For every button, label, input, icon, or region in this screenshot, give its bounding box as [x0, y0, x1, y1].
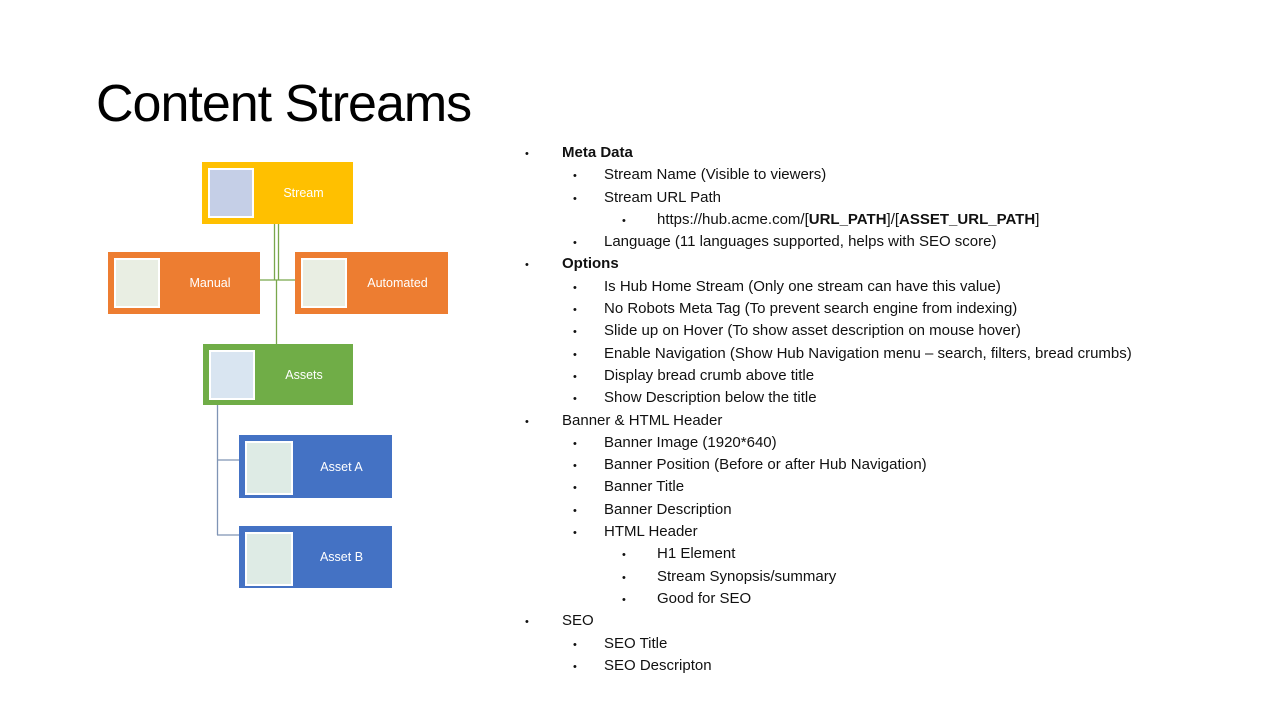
- bullet-icon: •: [573, 460, 577, 473]
- outline-item: •Banner & HTML Header: [0, 410, 1132, 432]
- node-label-stream: Stream: [283, 186, 324, 200]
- outline-item: •Stream Synopsis/summary: [0, 566, 1132, 588]
- bullet-icon: •: [573, 304, 577, 317]
- outline-item-url: •https://hub.acme.com/[URL_PATH]/[ASSET_…: [0, 209, 1132, 231]
- outline-item: •SEO Descripton: [0, 655, 1132, 677]
- bullet-icon: •: [573, 170, 577, 183]
- outline-item: •Stream Name (Visible to viewers): [0, 164, 1132, 186]
- outline-item: •Display bread crumb above title: [0, 365, 1132, 387]
- bullet-icon: •: [573, 482, 577, 495]
- outline-item: •Slide up on Hover (To show asset descri…: [0, 320, 1132, 342]
- bullet-icon: •: [622, 571, 626, 584]
- outline-item: •SEO: [0, 610, 1132, 632]
- bullet-icon: •: [525, 415, 529, 428]
- outline-item: •Stream URL Path: [0, 187, 1132, 209]
- bullet-icon: •: [525, 148, 529, 160]
- node-label-asset-b: Asset B: [319, 550, 364, 564]
- diagram-node-stream: Stream: [202, 162, 353, 224]
- diagram-node-asset-b: Asset B: [239, 526, 392, 588]
- outline-item: •SEO Title: [0, 633, 1132, 655]
- bullet-icon: •: [573, 348, 577, 361]
- bullet-icon: •: [525, 616, 529, 629]
- outline-item: •H1 Element: [0, 543, 1132, 565]
- manual-thumbnail: [114, 258, 160, 308]
- node-label-manual: Manual: [189, 276, 231, 290]
- bullet-icon: •: [622, 549, 626, 562]
- outline-item: •Banner Image (1920*640): [0, 432, 1132, 454]
- outline-item: •Enable Navigation (Show Hub Navigation …: [0, 343, 1132, 365]
- diagram-node-assets: Assets: [203, 344, 353, 405]
- outline-item: •Language (11 languages supported, helps…: [0, 231, 1132, 253]
- bullet-icon: •: [573, 192, 577, 205]
- diagram-node-manual: Manual: [108, 252, 260, 314]
- bullet-icon: •: [573, 527, 577, 540]
- slide-title: Content Streams: [96, 75, 472, 133]
- bullet-icon: •: [573, 393, 577, 406]
- node-label-assets: Assets: [285, 367, 323, 382]
- bullet-icon: •: [573, 370, 577, 383]
- bullet-icon: •: [622, 214, 626, 227]
- slide-outline: •Meta Data •Stream Name (Visible to view…: [0, 142, 1132, 677]
- bullet-icon: •: [573, 504, 577, 517]
- outline-item: •Is Hub Home Stream (Only one stream can…: [0, 276, 1132, 298]
- bullet-icon: •: [573, 437, 577, 450]
- outline-item: •Good for SEO: [0, 588, 1132, 610]
- stream-thumbnail: [208, 168, 254, 218]
- automated-thumbnail: [301, 258, 347, 308]
- bullet-icon: •: [573, 660, 577, 673]
- bullet-icon: •: [573, 326, 577, 339]
- outline-item: •Options: [0, 253, 1132, 275]
- outline-item: •Meta Data: [0, 142, 1132, 164]
- diagram-node-automated: Automated: [295, 252, 448, 314]
- bullet-icon: •: [525, 259, 529, 272]
- node-label-asset-a: Asset A: [320, 459, 363, 474]
- bullet-icon: •: [573, 281, 577, 294]
- outline-item: •Show Description below the title: [0, 387, 1132, 409]
- outline-item: •No Robots Meta Tag (To prevent search e…: [0, 298, 1132, 320]
- assets-thumbnail: [209, 350, 255, 400]
- outline-item: •Banner Title: [0, 476, 1132, 498]
- bullet-icon: •: [573, 237, 577, 250]
- outline-item: •HTML Header: [0, 521, 1132, 543]
- bullet-icon: •: [622, 593, 626, 606]
- bullet-icon: •: [573, 638, 577, 651]
- outline-item: •Banner Description: [0, 499, 1132, 521]
- asset-a-thumbnail: [245, 441, 293, 495]
- outline-item: •Banner Position (Before or after Hub Na…: [0, 454, 1132, 476]
- diagram-node-asset-a: Asset A: [239, 435, 392, 498]
- asset-b-thumbnail: [245, 532, 293, 586]
- node-label-automated: Automated: [367, 276, 428, 290]
